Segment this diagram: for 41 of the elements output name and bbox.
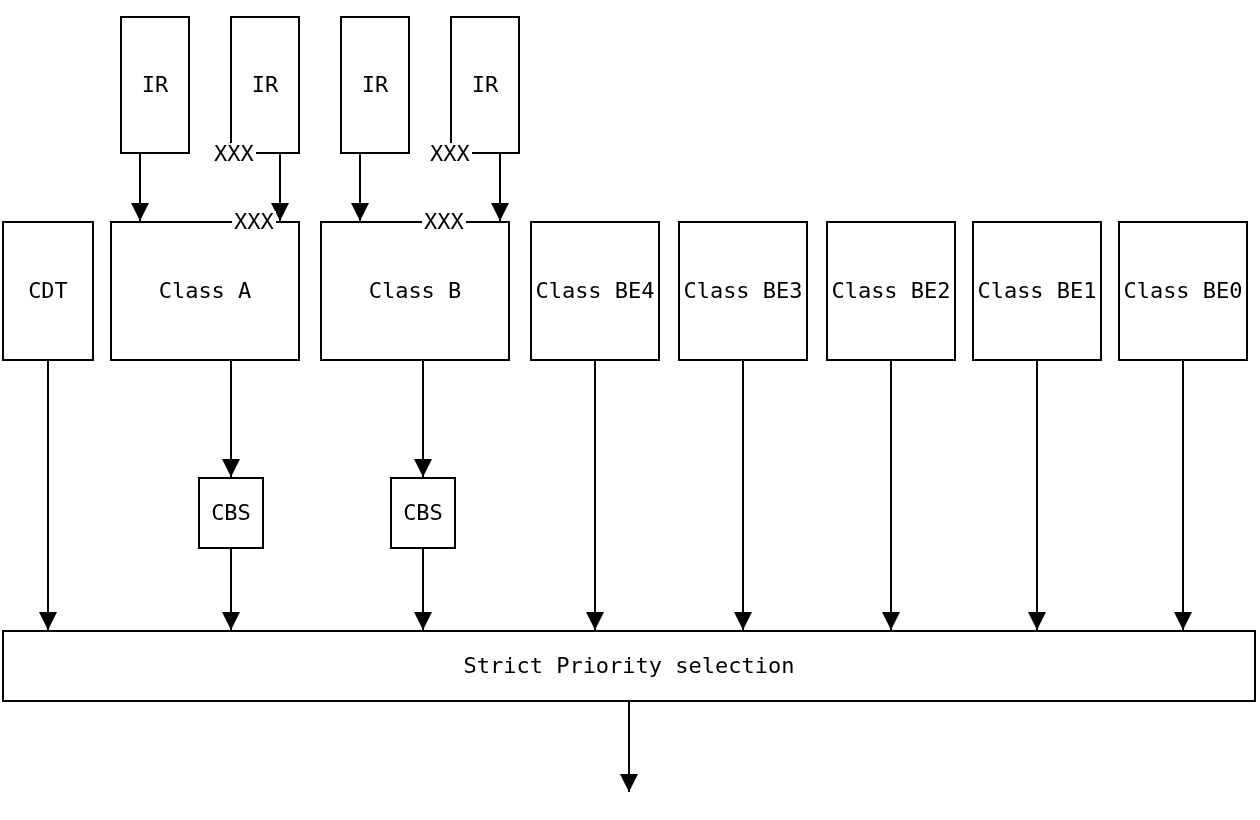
arrow: [734, 360, 752, 631]
process-box: [678, 221, 808, 361]
arrow: [620, 701, 638, 793]
arrow: [882, 360, 900, 631]
process-box: [390, 477, 456, 549]
box-label: Class BE3: [683, 277, 803, 305]
arrow: [271, 153, 289, 222]
process-box: [530, 221, 660, 361]
process-box: [1118, 221, 1248, 361]
arrow: [491, 153, 509, 222]
arrow: [414, 360, 432, 478]
process-box: [120, 16, 190, 154]
box-label: Class BE2: [831, 277, 951, 305]
arrow: [131, 153, 149, 222]
process-box: [2, 221, 94, 361]
box-label: Class BE0: [1123, 277, 1243, 305]
box-label: Class A: [158, 277, 252, 305]
arrow: [39, 360, 57, 631]
process-box: [826, 221, 956, 361]
box-label: Strict Priority selection: [463, 652, 795, 680]
box-label: Class BE1: [977, 277, 1097, 305]
arrow: [586, 360, 604, 631]
process-box: [340, 16, 410, 154]
box-label: CDT: [28, 277, 68, 305]
arrow: [222, 548, 240, 631]
arrow: [1174, 360, 1192, 631]
box-label: IR: [471, 71, 499, 99]
arrow: [351, 153, 369, 222]
process-box: [2, 630, 1256, 702]
process-box: [972, 221, 1102, 361]
box-label: Class BE4: [535, 277, 655, 305]
process-box: [198, 477, 264, 549]
arrow: [414, 548, 432, 631]
arrow: [222, 360, 240, 478]
box-label: CBS: [403, 499, 443, 527]
box-label: IR: [141, 71, 169, 99]
arrow: [1028, 360, 1046, 631]
box-label: IR: [361, 71, 389, 99]
box-label: Class B: [368, 277, 462, 305]
box-label: CBS: [211, 499, 251, 527]
box-label: IR: [251, 71, 279, 99]
